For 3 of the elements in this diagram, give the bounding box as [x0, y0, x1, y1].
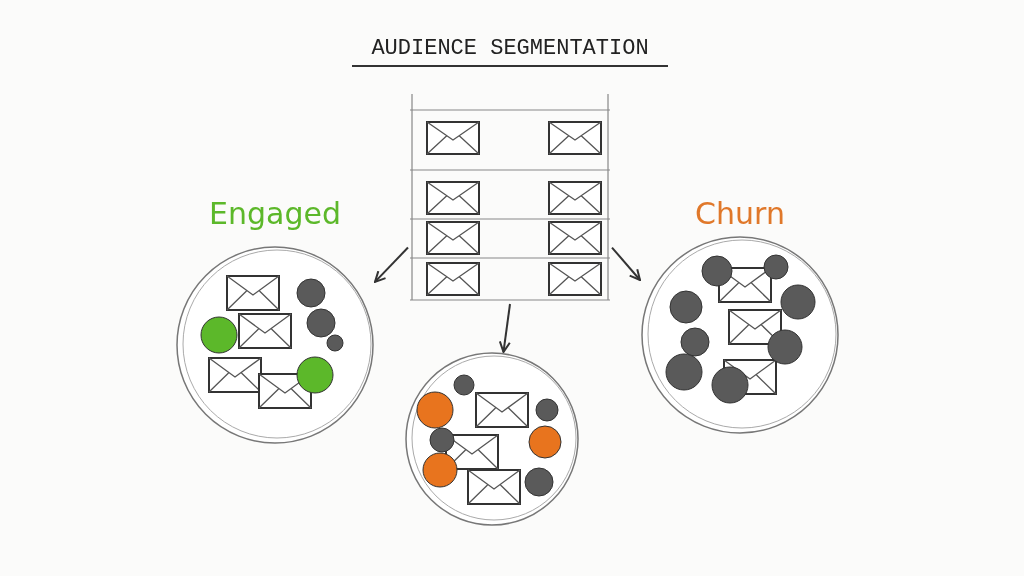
segment-label: Churn — [695, 195, 785, 233]
title: AUDIENCE SEGMENTATION — [352, 36, 668, 67]
segment-label: Engaged — [209, 195, 341, 233]
